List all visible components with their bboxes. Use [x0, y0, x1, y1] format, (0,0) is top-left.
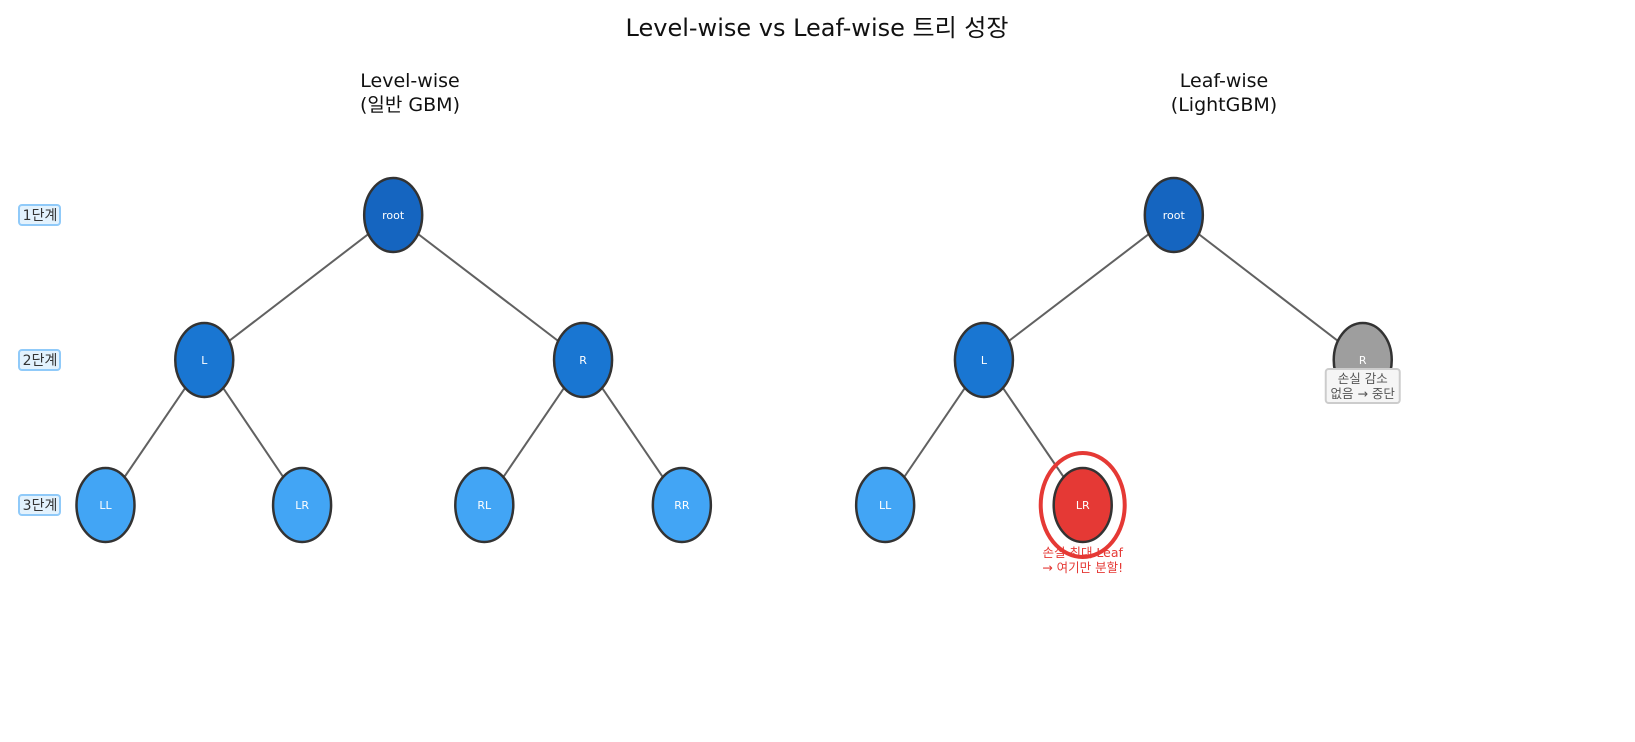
- panel-subtitle-level-wise: (일반 GBM): [360, 94, 460, 116]
- highlight-ring: [1038, 451, 1127, 559]
- figure-title: Level-wise vs Leaf-wise 트리 성장: [626, 14, 1009, 42]
- node-level_wise-R: [552, 321, 614, 399]
- node-level_wise-root: [362, 176, 424, 254]
- node-label: LR: [1076, 499, 1090, 512]
- panel-title-level-wise: Level-wise: [360, 70, 459, 92]
- edge-level_wise-root-L: [203, 214, 394, 361]
- stopped-note-line: 없음 → 중단: [1331, 386, 1396, 401]
- node-label: RL: [477, 499, 492, 512]
- panel-title-leaf-wise: Leaf-wise: [1180, 70, 1269, 92]
- panel-subtitle-leaf-wise: (LightGBM): [1171, 94, 1277, 116]
- stage-label-box: [18, 494, 61, 516]
- node-label: LL: [879, 499, 892, 512]
- node-level_wise-RR: [651, 466, 713, 544]
- node-level_wise-LL: [75, 466, 136, 544]
- node-label: RR: [674, 499, 690, 512]
- node-level_wise-RL: [454, 466, 515, 544]
- edge-leaf_wise-root-L: [983, 214, 1175, 361]
- node-leaf_wise-root: [1143, 176, 1205, 254]
- node-label: L: [201, 354, 208, 367]
- node-leaf_wise-LR: [1052, 466, 1113, 544]
- stage-label-box: [18, 204, 61, 226]
- node-leaf_wise-L: [953, 321, 1015, 399]
- node-leaf_wise-LL: [854, 466, 916, 544]
- highlight-note-line: 손실 최대 Leaf: [1042, 545, 1123, 560]
- node-label: root: [382, 209, 405, 222]
- node-label: R: [1359, 354, 1367, 367]
- edge-level_wise-root-R: [392, 214, 584, 361]
- stage-label-box: [18, 349, 61, 371]
- stage-label: 3단계: [23, 498, 58, 514]
- stage-label: 1단계: [23, 208, 58, 224]
- stopped-note-line: 손실 감소: [1338, 371, 1388, 386]
- node-level_wise-L: [174, 321, 235, 399]
- stopped-note-box: [1324, 368, 1401, 404]
- highlight-note-line: → 여기만 분할!: [1042, 560, 1123, 575]
- node-label: root: [1163, 209, 1186, 222]
- node-label: LR: [295, 499, 309, 512]
- node-level_wise-LR: [271, 466, 333, 544]
- node-label: R: [579, 354, 587, 367]
- edge-leaf_wise-root-R: [1173, 214, 1364, 361]
- node-label: LL: [99, 499, 112, 512]
- stage-label: 2단계: [23, 353, 58, 369]
- node-label: L: [981, 354, 988, 367]
